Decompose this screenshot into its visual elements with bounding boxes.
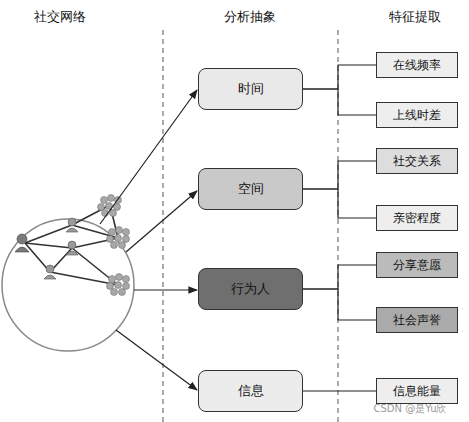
feature-box: 信息能量 [376, 378, 458, 404]
bracket-connector [303, 65, 376, 89]
node-text: 亲密程度 [393, 210, 441, 227]
bracket-connector [303, 189, 376, 218]
leader-arrows [100, 90, 197, 390]
bracket-connector [303, 289, 376, 320]
column-heading: 分析抽象 [224, 8, 276, 26]
bracket-connector [303, 390, 376, 391]
bracket-connector [303, 161, 376, 189]
node-text: 信息能量 [393, 383, 441, 400]
feature-box: 在线频率 [376, 52, 458, 78]
node-text: 分享意愿 [393, 257, 441, 274]
node-text: 社会声誉 [393, 312, 441, 329]
leader-arrow [126, 191, 197, 252]
bracket-connector [303, 89, 376, 115]
node-text: 信息 [238, 382, 264, 400]
abstraction-box: 行为人 [198, 268, 303, 310]
abstraction-box: 信息 [198, 370, 303, 412]
watermark: CSDN @是Yu欣 [374, 402, 447, 416]
feature-box: 亲密程度 [376, 205, 458, 231]
column-heading: 社交网络 [34, 8, 86, 26]
column-divider [163, 30, 164, 422]
feature-box: 分享意愿 [376, 252, 458, 278]
abstraction-box: 空间 [198, 168, 303, 210]
feature-box: 上线时差 [376, 102, 458, 128]
abstraction-box: 时间 [198, 68, 303, 110]
feature-box: 社会声誉 [376, 307, 458, 333]
leader-arrow [116, 330, 197, 390]
node-text: 上线时差 [393, 107, 441, 124]
leader-arrow [134, 289, 197, 290]
feature-box: 社交关系 [376, 148, 458, 174]
bracket-connector [303, 265, 376, 289]
node-text: 社交关系 [393, 153, 441, 170]
social-network-illustration [2, 195, 134, 352]
column-heading: 特征提取 [389, 8, 441, 26]
node-text: 行为人 [231, 280, 270, 298]
node-text: 时间 [238, 80, 264, 98]
node-text: 在线频率 [393, 57, 441, 74]
node-text: 空间 [238, 180, 264, 198]
